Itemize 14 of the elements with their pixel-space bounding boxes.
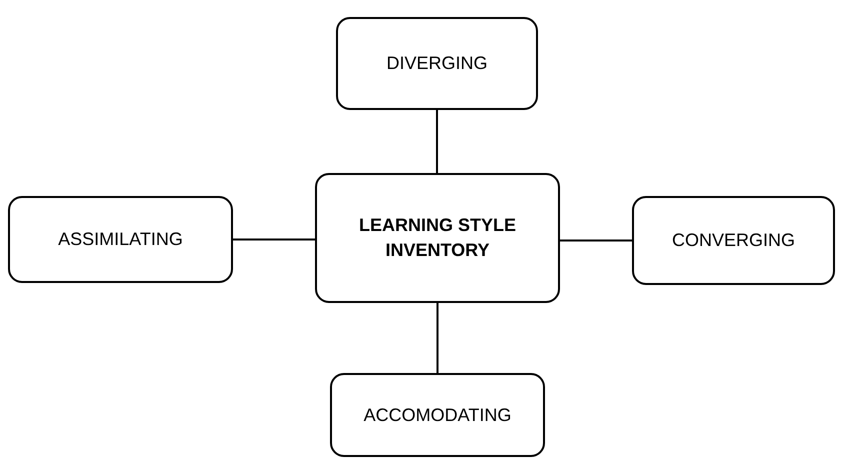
connector-line (560, 240, 632, 242)
box-label: LEARNING STYLE INVENTORY (358, 214, 517, 262)
connector-line (436, 110, 438, 173)
box-label: ASSIMILATING (58, 228, 183, 251)
rounded-box (8, 196, 233, 283)
connector-line (436, 303, 438, 373)
box-label: DIVERGING (386, 52, 488, 75)
connector-line (233, 238, 315, 240)
rounded-box (336, 17, 538, 110)
rounded-box (632, 196, 835, 285)
box-label: ACCOMODATING (364, 404, 512, 426)
box-label: CONVERGING (672, 229, 795, 252)
rounded-box (330, 373, 545, 457)
rounded-box (315, 173, 560, 303)
